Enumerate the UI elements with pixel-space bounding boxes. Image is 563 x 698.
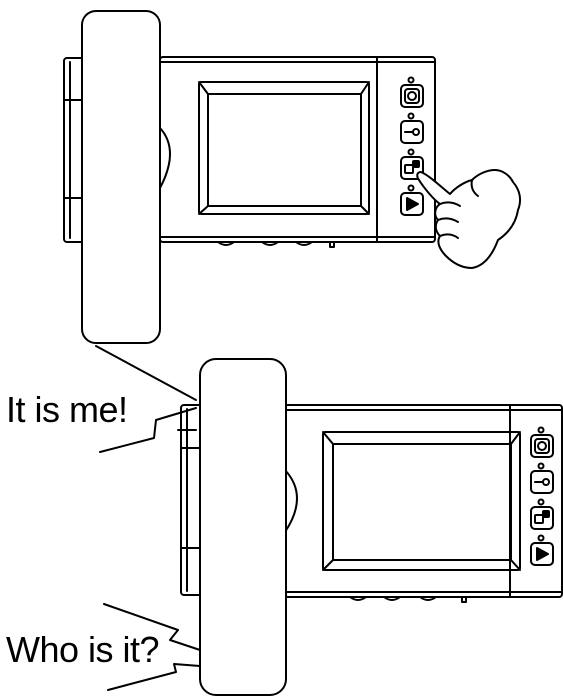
monitor-button-top[interactable] [400, 84, 424, 108]
monitor-screen-top [198, 81, 370, 215]
play-button-top[interactable] [400, 192, 424, 216]
unlock-button-bottom[interactable] [530, 470, 554, 494]
handset-top [81, 10, 161, 344]
pointing-hand-icon [416, 169, 522, 269]
unlock-key-icon [404, 128, 420, 136]
call-transfer-button-top[interactable] [400, 156, 424, 180]
speech-bolt-visitor [95, 345, 197, 453]
monitor-screen-bottom [322, 431, 521, 571]
play-button-bottom[interactable] [530, 542, 554, 566]
handset-bottom [199, 358, 287, 696]
call-transfer-button-bottom[interactable] [530, 506, 554, 530]
monitor-button-bottom[interactable] [530, 434, 554, 458]
monitor-buttons-top [400, 76, 424, 216]
visitor-speech-label: It is me! [6, 389, 128, 430]
play-icon [406, 197, 419, 211]
monitor-buttons-bottom [530, 426, 554, 566]
speech-bolt-resident [103, 603, 201, 691]
resident-speech-label: Who is it? [6, 629, 160, 670]
monitor-icon [404, 88, 420, 104]
call-transfer-icon [404, 160, 420, 174]
unlock-button-top[interactable] [400, 120, 424, 144]
